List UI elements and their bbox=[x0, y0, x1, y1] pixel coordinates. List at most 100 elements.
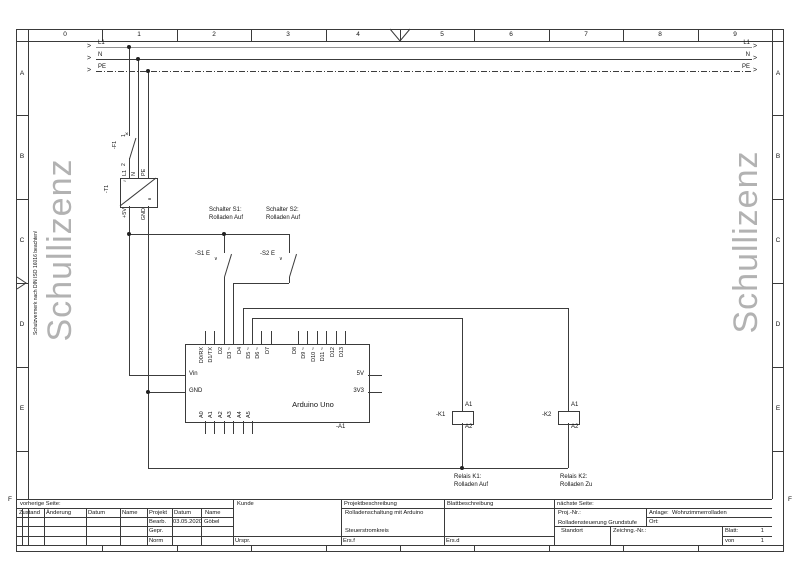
switch1-caption-line2: Rolladen Auf bbox=[209, 215, 244, 221]
switch2-caption-line2: Rolladen Auf bbox=[266, 215, 301, 221]
column-label-6: 6 bbox=[509, 31, 513, 38]
stub-5v bbox=[368, 375, 382, 376]
row-label-b-right: B bbox=[775, 153, 781, 160]
relay1-ref: -K1 bbox=[436, 412, 446, 418]
rail-label-n-right: N bbox=[745, 52, 750, 58]
wire-s2-horizontal bbox=[233, 283, 290, 284]
arduino-pin-a1: A1 bbox=[208, 411, 215, 418]
tb-prev-page: vorherige Seite: bbox=[20, 500, 61, 507]
tb-next-page: nächste Seite: bbox=[557, 500, 594, 507]
arduino-pin-5v: 5V bbox=[356, 371, 364, 377]
column-label-5: 5 bbox=[440, 31, 444, 38]
column-label-0: 0 bbox=[63, 31, 67, 38]
relay2-caption-line1: Relais K2: bbox=[560, 474, 588, 480]
wire-s2-top bbox=[289, 234, 290, 253]
left-strip-line bbox=[28, 41, 29, 499]
row-label-f-left: F bbox=[8, 496, 12, 503]
wire-l1-drop-upper bbox=[129, 47, 130, 136]
arduino-pin-a5: A5 bbox=[246, 411, 252, 418]
psu-diagonal-icon bbox=[119, 177, 157, 207]
relay2-ref: -K2 bbox=[542, 412, 552, 418]
arduino-pin-gnd: GND bbox=[189, 388, 203, 394]
tb-col-datum: Datum bbox=[88, 509, 106, 516]
tb-kunde: Kunde bbox=[237, 500, 254, 507]
fuse-ref: -F1 bbox=[112, 140, 118, 150]
rail-label-pe-left: PE bbox=[98, 64, 107, 70]
tb-blatt-nr: 1 bbox=[760, 528, 764, 534]
tb-projekt-titel: Rolladenschaltung mit Arduino bbox=[345, 509, 424, 516]
wire-k2-coil-top bbox=[568, 308, 569, 411]
relay2-a2: A2 bbox=[571, 424, 579, 430]
wire-gnd-drop bbox=[148, 206, 149, 468]
arduino-pin-d10: D10 ~ bbox=[310, 347, 317, 362]
wire-gnd-horizontal bbox=[148, 392, 185, 393]
junction-dot bbox=[127, 45, 131, 49]
row-label-f-right: F bbox=[788, 496, 792, 503]
wire-s1-to-d2 bbox=[223, 277, 225, 344]
wire-k2-coil-bottom bbox=[568, 423, 569, 468]
junction-dot bbox=[146, 390, 150, 394]
switch1-ref: -S1 E bbox=[195, 251, 211, 257]
arduino-pin-d1: D1/TX bbox=[208, 347, 215, 363]
tb-urspr: Urspr. bbox=[235, 537, 251, 544]
rail-l1 bbox=[96, 47, 752, 48]
wire-k1-coil-bottom bbox=[462, 423, 463, 468]
rail-arrow-pe-left-icon: > bbox=[87, 67, 92, 74]
arduino-pin-d5: D5 ~ bbox=[246, 347, 252, 359]
column-label-9: 9 bbox=[733, 31, 737, 38]
arduino-pin-d9: D9 ~ bbox=[301, 347, 308, 359]
psu-pin-5v-label: +5V bbox=[122, 208, 128, 218]
fuse-terminal-1: 1 bbox=[121, 134, 127, 137]
arduino-pin-a4: A4 bbox=[236, 411, 243, 418]
row-label-e-left: E bbox=[19, 405, 25, 412]
switch2-actuator-icon: ∨ bbox=[279, 256, 283, 262]
tb-zeichng-nr: Zeichng.-Nr.: bbox=[613, 528, 647, 534]
rail-arrow-l1-left-icon: > bbox=[87, 43, 92, 50]
rail-label-pe-right: PE bbox=[741, 64, 750, 70]
rail-pe bbox=[96, 71, 752, 72]
wire-5v-bus bbox=[129, 234, 289, 235]
row-label-d-right: D bbox=[775, 321, 781, 328]
tb-blattbeschreibung: Blattbeschreibung bbox=[447, 500, 494, 507]
relay1-caption-line1: Relais K1: bbox=[454, 474, 482, 480]
psu-pin-n-label: N bbox=[131, 172, 137, 176]
center-mark-top-icon bbox=[389, 28, 411, 42]
relay2-coil bbox=[558, 411, 580, 425]
rail-label-l1-left: L1 bbox=[98, 40, 105, 46]
wire-n-drop bbox=[138, 59, 139, 178]
column-label-3: 3 bbox=[286, 31, 290, 38]
rail-arrow-n-right-icon: > bbox=[753, 55, 758, 62]
rail-arrow-n-left-icon: > bbox=[87, 55, 92, 62]
relay1-coil bbox=[452, 411, 474, 425]
wire-l1-drop-lower bbox=[129, 158, 130, 178]
column-label-7: 7 bbox=[584, 31, 588, 38]
tb-von-label: von bbox=[725, 537, 735, 544]
arduino-pin-d6: D6 ~ bbox=[255, 347, 262, 359]
junction-dot bbox=[136, 57, 140, 61]
row-label-d-left: D bbox=[19, 321, 25, 328]
psu-pin-pe-label: PE bbox=[141, 168, 147, 176]
arduino-pin-d7: D7 bbox=[264, 347, 271, 355]
tb-anlage-value: Wohnzimmerrolladen bbox=[672, 509, 727, 516]
outer-frame bbox=[16, 29, 784, 552]
row-label-b-left: B bbox=[19, 153, 25, 160]
tb-anlage-label: Anlage: bbox=[649, 509, 669, 516]
arduino-pin-vin: Vin bbox=[189, 371, 198, 377]
tb-col-aenderung: Änderung bbox=[46, 509, 72, 516]
arduino-pin-d11: D11 ~ bbox=[320, 347, 327, 362]
tb-ort-label: Ort: bbox=[649, 518, 659, 525]
rail-n bbox=[96, 59, 752, 60]
switch1-actuator-icon: ∨ bbox=[214, 256, 218, 262]
wire-vin-drop bbox=[129, 234, 130, 375]
wire-gnd-bus bbox=[148, 468, 568, 469]
rail-label-l1-right: L1 bbox=[743, 40, 750, 46]
psu-pin-gnd-label: GND bbox=[141, 208, 147, 221]
arduino-pin-d2: D2 bbox=[217, 347, 224, 355]
psu-body bbox=[120, 178, 158, 208]
tb-row-gepr: Gepr. bbox=[149, 528, 164, 534]
wire-d4-to-k2 bbox=[242, 308, 569, 309]
rail-label-n-left: N bbox=[98, 52, 103, 58]
wire-vin-horizontal bbox=[129, 375, 185, 376]
relay2-caption-line2: Rolladen Zu bbox=[560, 482, 593, 488]
tb-col-name2: Name bbox=[205, 509, 221, 516]
